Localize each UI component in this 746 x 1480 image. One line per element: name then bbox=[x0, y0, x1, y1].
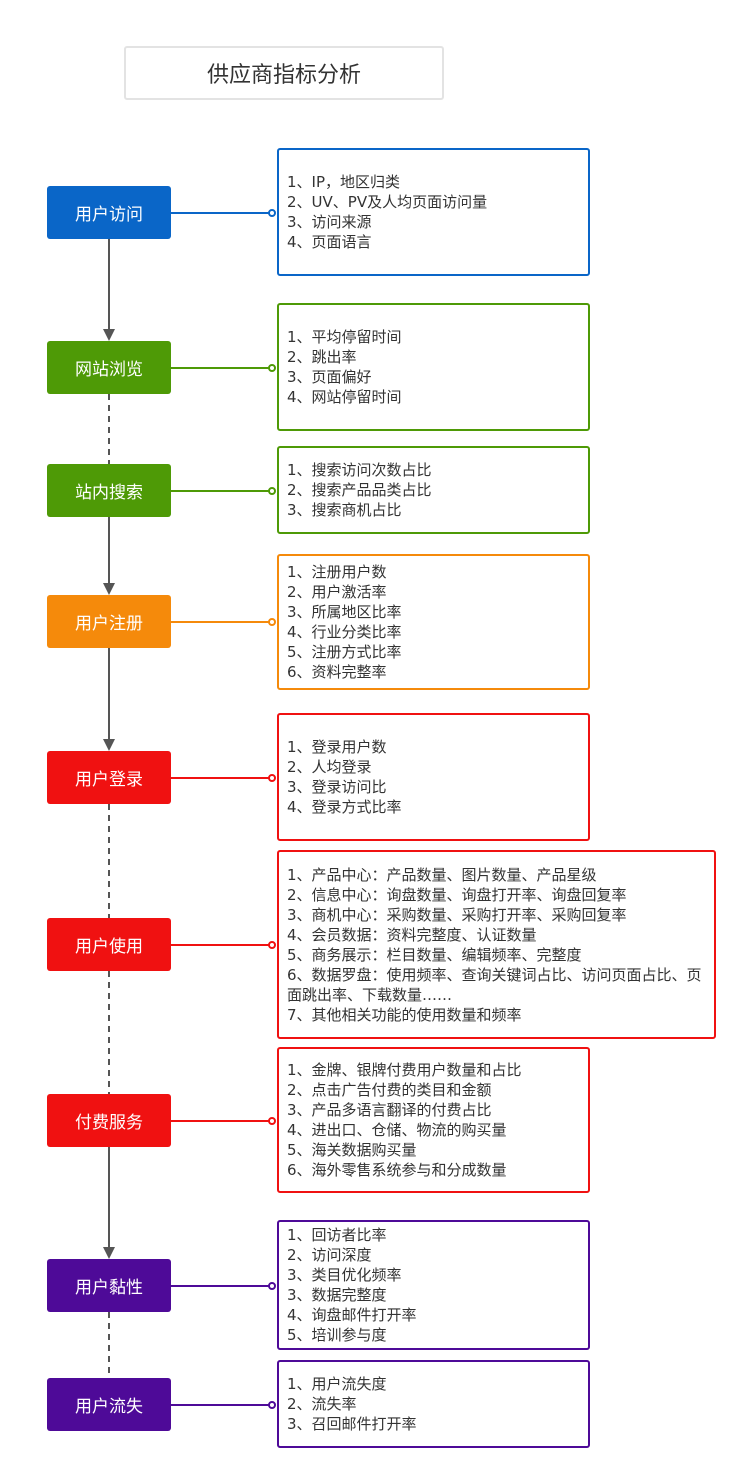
stage-node: 用户登录 bbox=[47, 751, 171, 804]
connector-line bbox=[171, 489, 272, 492]
connector-line bbox=[171, 620, 272, 623]
connector-dot bbox=[268, 486, 276, 495]
connector-dot bbox=[268, 363, 276, 372]
metric-item: 1、金牌、银牌付费用户数量和占比 bbox=[287, 1061, 522, 1079]
connector-dot bbox=[268, 1116, 276, 1125]
metric-item: 1、IP，地区归类 bbox=[287, 173, 401, 191]
metric-item: 1、注册用户数 bbox=[287, 563, 387, 581]
metric-item: 4、询盘邮件打开率 bbox=[287, 1306, 417, 1324]
metric-item: 3、召回邮件打开率 bbox=[287, 1415, 417, 1433]
metric-item: 7、其他相关功能的使用数量和频率 bbox=[287, 1005, 522, 1024]
stage-node: 用户黏性 bbox=[47, 1259, 171, 1312]
arrow-down-icon bbox=[103, 329, 115, 341]
stage-node: 用户流失 bbox=[47, 1378, 171, 1431]
metric-item: 1、产品中心：产品数量、图片数量、产品星级 bbox=[287, 865, 597, 884]
metric-item: 2、人均登录 bbox=[287, 758, 372, 776]
metric-item: 1、平均停留时间 bbox=[287, 328, 402, 346]
metrics-box: 1、用户流失度 2、流失率 3、召回邮件打开率 bbox=[277, 1360, 590, 1448]
metric-item: 5、注册方式比率 bbox=[287, 643, 402, 661]
metrics-box: 1、注册用户数 2、用户激活率 3、所属地区比率 4、行业分类比率 5、注册方式比率 6、… bbox=[277, 554, 590, 690]
flow-arrow-line bbox=[108, 517, 110, 583]
metric-item: 2、搜索产品品类占比 bbox=[287, 481, 432, 499]
flow-arrow-line bbox=[108, 1147, 110, 1247]
metric-item: 3、类目优化频率 bbox=[287, 1266, 402, 1284]
metric-item: 6、海外零售系统参与和分成数量 bbox=[287, 1161, 507, 1179]
connector-line bbox=[171, 1403, 272, 1406]
connector-dot bbox=[268, 208, 276, 217]
metric-item: 2、跳出率 bbox=[287, 348, 357, 366]
flow-dashed-line bbox=[108, 1312, 110, 1378]
arrow-down-icon bbox=[103, 739, 115, 751]
connector-dot bbox=[268, 1400, 276, 1409]
flow-dashed-line bbox=[108, 394, 110, 464]
stage-node: 用户注册 bbox=[47, 595, 171, 648]
connector-line bbox=[171, 943, 272, 946]
connector-line bbox=[171, 776, 272, 779]
metric-item: 2、流失率 bbox=[287, 1395, 357, 1413]
metrics-box: 1、登录用户数 2、人均登录 3、登录访问比 4、登录方式比率 bbox=[277, 713, 590, 841]
flow-dashed-line bbox=[108, 804, 110, 918]
flow-arrow-line bbox=[108, 648, 110, 739]
metric-item: 1、登录用户数 bbox=[287, 738, 387, 756]
metric-item: 3、搜索商机占比 bbox=[287, 501, 402, 519]
arrow-down-icon bbox=[103, 1247, 115, 1259]
flow-dashed-line bbox=[108, 971, 110, 1094]
metric-item: 3、页面偏好 bbox=[287, 368, 372, 386]
metrics-box: 1、平均停留时间 2、跳出率 3、页面偏好 4、网站停留时间 bbox=[277, 303, 590, 431]
metric-item: 1、搜索访问次数占比 bbox=[287, 461, 432, 479]
metric-item: 4、页面语言 bbox=[287, 233, 372, 251]
flow-arrow-line bbox=[108, 239, 110, 329]
stage-node: 站内搜索 bbox=[47, 464, 171, 517]
metric-item: 2、访问深度 bbox=[287, 1246, 372, 1264]
metrics-box: 1、IP，地区归类 2、UV、PV及人均页面访问量 3、访问来源 4、页面语言 bbox=[277, 148, 590, 276]
metric-item: 4、行业分类比率 bbox=[287, 623, 402, 641]
metric-item: 5、培训参与度 bbox=[287, 1326, 387, 1344]
metric-item: 4、网站停留时间 bbox=[287, 388, 402, 406]
connector-dot bbox=[268, 1281, 276, 1290]
metric-item: 6、资料完整率 bbox=[287, 663, 387, 681]
connector-dot bbox=[268, 940, 276, 949]
metrics-box: 1、搜索访问次数占比 2、搜索产品品类占比 3、搜索商机占比 bbox=[277, 446, 590, 534]
stage-node: 用户访问 bbox=[47, 186, 171, 239]
connector-dot bbox=[268, 773, 276, 782]
arrow-down-icon bbox=[103, 583, 115, 595]
metric-item: 4、会员数据：资料完整度、认证数量 bbox=[287, 925, 537, 944]
metric-item: 2、点击广告付费的类目和金额 bbox=[287, 1081, 492, 1099]
page-title: 供应商指标分析 bbox=[124, 46, 444, 100]
metric-item: 5、商务展示：栏目数量、编辑频率、完整度 bbox=[287, 945, 582, 964]
metric-item: 2、UV、PV及人均页面访问量 bbox=[287, 193, 488, 211]
connector-line bbox=[171, 1284, 272, 1287]
metric-item: 2、信息中心：询盘数量、询盘打开率、询盘回复率 bbox=[287, 885, 627, 904]
connector-line bbox=[171, 211, 272, 214]
metric-item: 3、产品多语言翻译的付费占比 bbox=[287, 1101, 492, 1119]
connector-line bbox=[171, 366, 272, 369]
stage-node: 付费服务 bbox=[47, 1094, 171, 1147]
metric-item: 4、进出口、仓储、物流的购买量 bbox=[287, 1121, 507, 1139]
metric-item: 1、用户流失度 bbox=[287, 1375, 387, 1393]
metrics-box: 1、金牌、银牌付费用户数量和占比 2、点击广告付费的类目和金额 3、产品多语言翻译的… bbox=[277, 1047, 590, 1193]
metric-item: 2、用户激活率 bbox=[287, 583, 387, 601]
connector-dot bbox=[268, 617, 276, 626]
metric-item: 5、海关数据购买量 bbox=[287, 1141, 417, 1159]
metric-item: 3、数据完整度 bbox=[287, 1286, 387, 1304]
metrics-box: 1、回访者比率 2、访问深度 3、类目优化频率 3、数据完整度 4、询盘邮件打开率 5、培… bbox=[277, 1220, 590, 1350]
stage-node: 网站浏览 bbox=[47, 341, 171, 394]
metric-item: 3、所属地区比率 bbox=[287, 603, 402, 621]
metric-item: 3、访问来源 bbox=[287, 213, 372, 231]
metric-item: 6、数据罗盘：使用频率、查询关键词占比、访问页面占比、页面跳出率、下载数量…… bbox=[287, 965, 702, 1004]
metric-item: 4、登录方式比率 bbox=[287, 798, 402, 816]
metric-item: 3、登录访问比 bbox=[287, 778, 387, 796]
connector-line bbox=[171, 1119, 272, 1122]
stage-node: 用户使用 bbox=[47, 918, 171, 971]
metric-item: 1、回访者比率 bbox=[287, 1226, 387, 1244]
metric-item: 3、商机中心：采购数量、采购打开率、采购回复率 bbox=[287, 905, 627, 924]
